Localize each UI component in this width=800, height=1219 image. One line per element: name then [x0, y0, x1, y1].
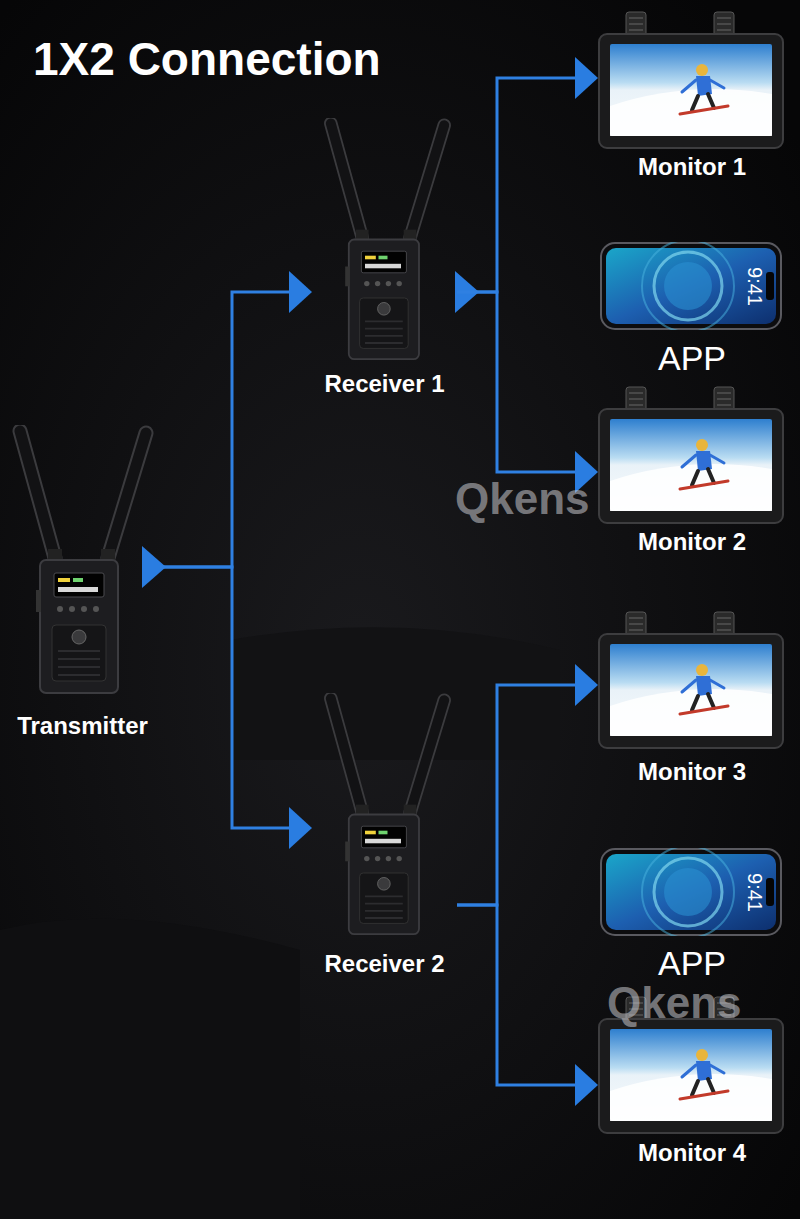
device-node: Receiver 2: [312, 690, 457, 985]
connector-line: [457, 905, 575, 1085]
connector: [160, 567, 312, 849]
connector-line: [160, 567, 289, 828]
arrow-head: [289, 271, 312, 313]
connector-line: [457, 78, 575, 292]
connector-line: [457, 292, 575, 472]
device-node: APP: [598, 238, 786, 383]
clock-text: 9:41: [743, 873, 766, 912]
device-label: APP: [658, 944, 726, 983]
device-label: APP: [658, 339, 726, 378]
device-label: Monitor 3: [638, 758, 746, 786]
device-node: Monitor 3: [598, 605, 786, 790]
connector: [160, 271, 312, 567]
phone-device: [601, 846, 781, 938]
scenery: [0, 919, 300, 1219]
device-label: Transmitter: [17, 712, 148, 740]
receiver-device: [331, 123, 444, 359]
connector: [457, 292, 598, 493]
device-node: Receiver 1: [312, 115, 457, 405]
connector-line: [160, 292, 289, 567]
scenery: [230, 627, 560, 760]
phone-device: [601, 240, 781, 332]
connector-line: [457, 685, 575, 905]
arrow-head: [575, 1064, 598, 1106]
device-label: Receiver 1: [324, 370, 444, 398]
device-label: Receiver 2: [324, 950, 444, 978]
watermark: Qkens: [455, 474, 590, 525]
connector: [457, 664, 598, 905]
monitor-device: [599, 12, 783, 148]
receiver-device: [331, 698, 444, 934]
transmitter-device: [20, 431, 146, 693]
device-label: Monitor 2: [638, 528, 746, 556]
clock-text: 9:41: [743, 267, 766, 306]
device-label: Monitor 4: [638, 1139, 746, 1167]
arrow-head: [575, 664, 598, 706]
device-node: APP: [598, 843, 786, 988]
arrow-head: [575, 57, 598, 99]
device-label: Monitor 1: [638, 153, 746, 181]
device-node: Transmitter: [5, 420, 160, 755]
diagram-title: 1X2 Connection: [33, 36, 381, 82]
arrow-head: [289, 807, 312, 849]
monitor-device: [599, 612, 783, 748]
connector: [457, 57, 598, 292]
watermark: Qkens: [607, 978, 742, 1029]
monitor-device: [599, 387, 783, 523]
device-node: Monitor 2: [598, 380, 786, 560]
device-node: Monitor 1: [598, 5, 786, 190]
connector: [457, 905, 598, 1106]
